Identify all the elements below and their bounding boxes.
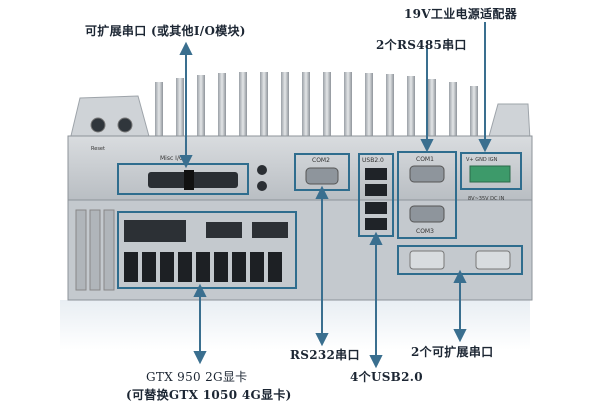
pci-bracket-slots <box>75 209 115 291</box>
usb-label: USB2.0 <box>362 157 384 164</box>
gpu-vent-grille <box>124 252 282 282</box>
power-terminal-box <box>460 152 522 190</box>
reset-button-icon <box>117 117 133 133</box>
com3-label: COM3 <box>416 228 434 235</box>
usb-port-icon <box>365 168 387 180</box>
callout-leaders <box>179 22 492 369</box>
connector-latch-icon <box>184 170 194 190</box>
callout-rs485: 2个RS485串口 <box>376 38 467 52</box>
callout-expansion-bottom: 2个可扩展串口 <box>411 345 494 359</box>
displayport-icon <box>252 222 288 238</box>
power-range-label: 8V~35V DC IN <box>468 196 505 202</box>
callout-gpu-line1: GTX 950 2G显卡 <box>146 370 248 384</box>
blank-db9-cover-icon <box>409 250 445 270</box>
db9-com2-icon <box>305 167 339 185</box>
com1-label: COM1 <box>416 156 434 163</box>
db9-com3-icon <box>409 205 445 223</box>
power-pin-label: V+ GND IGN <box>466 157 498 163</box>
hdmi-port-icon <box>206 222 242 238</box>
floor-reflection <box>60 300 530 350</box>
usb-port-icon <box>365 184 387 196</box>
expansion-slot-box <box>117 163 249 195</box>
audio-jack-icon <box>257 165 267 175</box>
terminal-block-icon <box>469 165 511 183</box>
right-mount-bracket <box>487 103 531 141</box>
upper-chassis <box>67 135 533 203</box>
callout-usb: 4个USB2.0 <box>350 370 423 384</box>
heatsink-fins <box>155 72 478 140</box>
com2-label: COM2 <box>312 157 330 164</box>
blank-db9-cover-icon <box>475 250 511 270</box>
left-mount-bracket <box>69 95 151 141</box>
callout-gpu-line2: (可替换GTX 1050 4G显卡) <box>126 388 292 402</box>
usb-port-icon <box>365 202 387 214</box>
dvi-port-icon <box>124 220 186 242</box>
gpu-box <box>117 211 297 289</box>
power-button-icon <box>90 117 106 133</box>
reset-label: Reset <box>91 146 105 152</box>
misc-io-label: Misc I/O <box>160 155 184 162</box>
callout-rs232: RS232串口 <box>290 348 360 362</box>
lower-chassis <box>67 199 533 301</box>
callout-expansion-serial: 可扩展串口 (或其他I/O模块) <box>85 24 246 38</box>
mic-jack-icon <box>257 181 267 191</box>
callout-power-adapter: 19V工业电源适配器 <box>404 7 518 21</box>
usb-port-icon <box>365 218 387 230</box>
db9-com1-icon <box>409 165 445 183</box>
